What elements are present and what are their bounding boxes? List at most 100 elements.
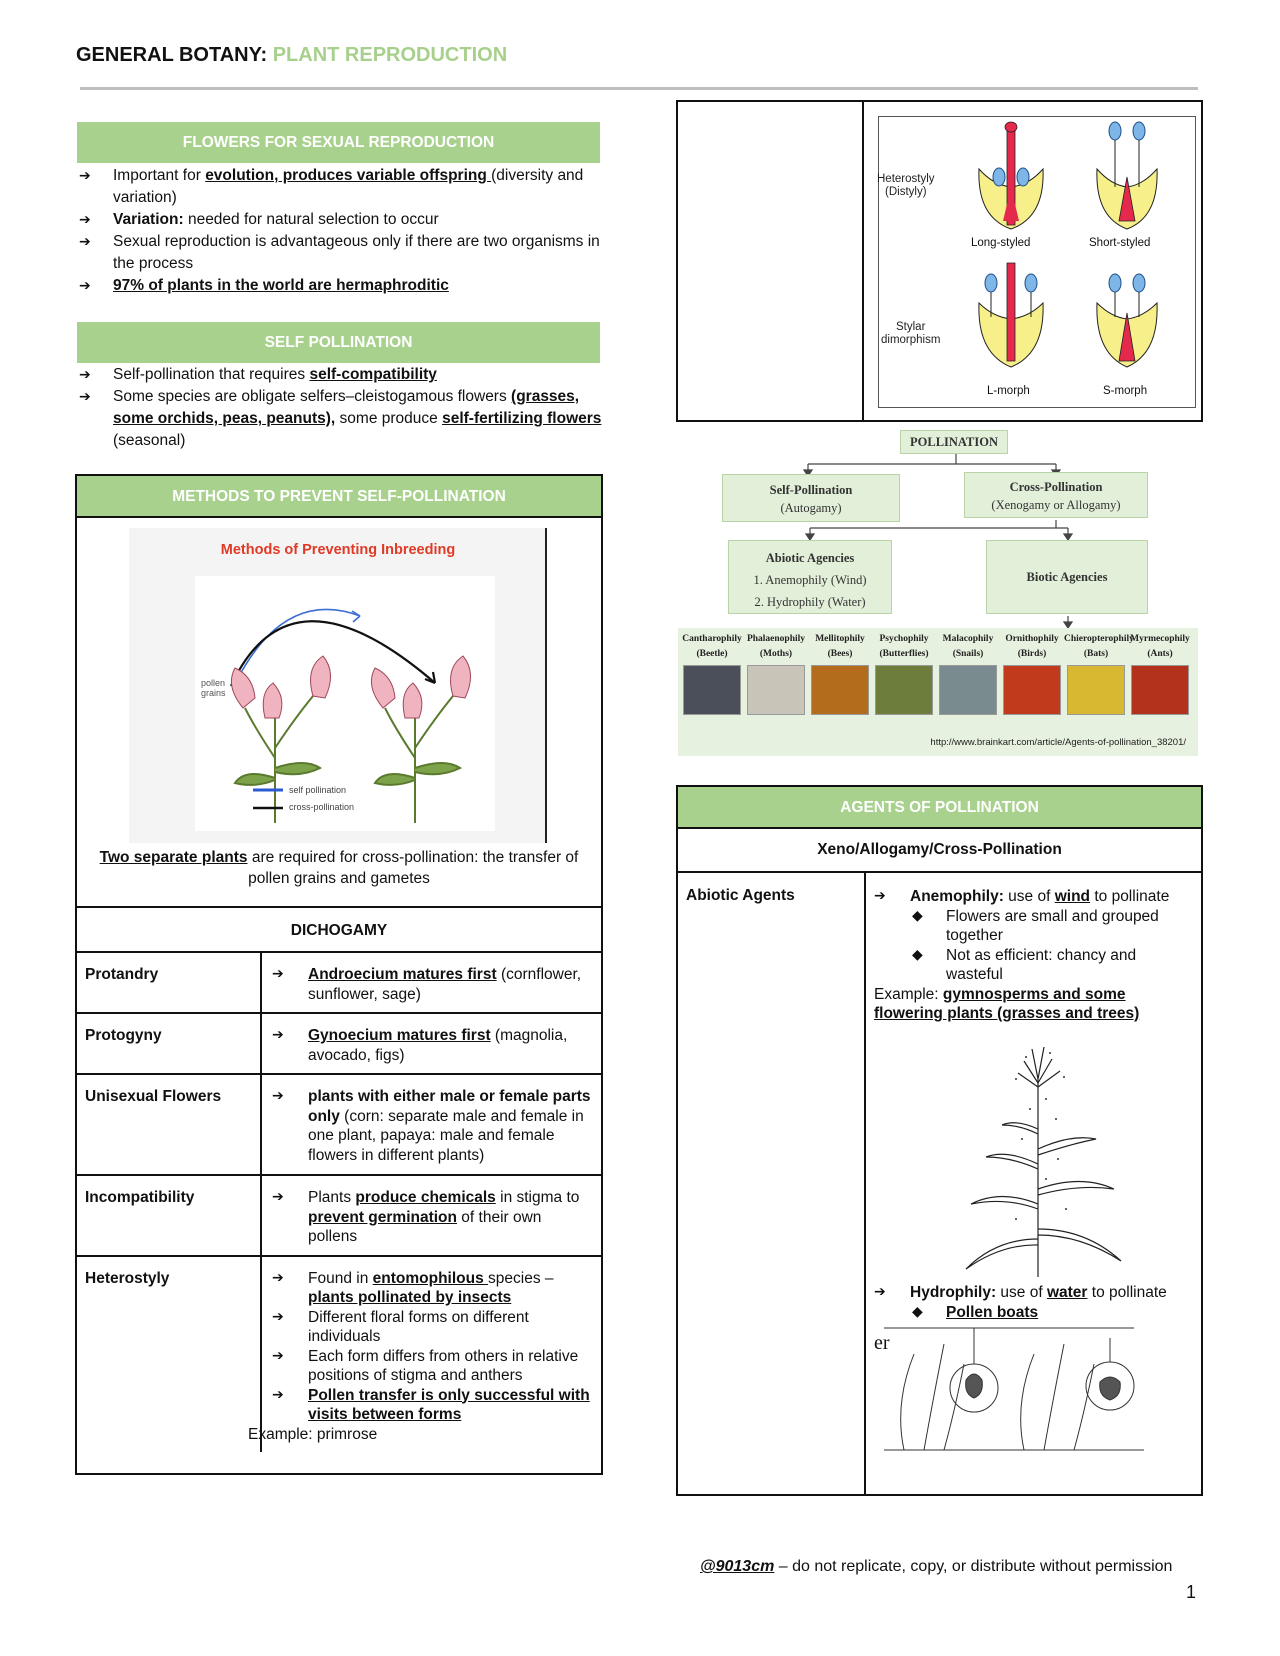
methods-box: METHODS TO PREVENT SELF-POLLINATION Meth… (75, 474, 603, 1475)
methods-caption: Two separate plants are required for cro… (99, 849, 579, 887)
agent-name: Myrmecophily (1130, 634, 1190, 644)
agent-name: Psychophily (879, 634, 929, 644)
row-label-heterostyly: Heterostyly (75, 1254, 262, 1452)
agent-name: Chieropterophily (1064, 634, 1134, 644)
agents-subheader: Xeno/Allogamy/Cross-Pollination (678, 829, 1201, 873)
self-pollination-band: SELF POLLINATION (77, 322, 600, 363)
agents-band: AGENTS OF POLLINATION (678, 787, 1201, 829)
footer-handle[interactable]: @9013cm (700, 1558, 775, 1575)
list-item: Important for evolution, produces variab… (77, 165, 602, 209)
flowers-list: Important for evolution, produces variab… (77, 165, 602, 297)
agent-sub: (Butterflies) (879, 649, 929, 659)
agent-cell: Phalaenophily (Moths) (744, 632, 808, 715)
anemophily-example: Example: gymnosperms and some flowering … (874, 985, 1140, 1023)
header-rule (80, 87, 1198, 90)
list-item: Anemophily: use of wind to pollinate (874, 887, 1196, 907)
list-item: Each form differs from others in relativ… (272, 1347, 593, 1386)
list-item: Plants produce chemicals in stigma to pr… (272, 1188, 593, 1247)
agent-sub: (Snails) (952, 649, 984, 659)
agent-photo (1067, 665, 1125, 715)
chart-node-self-pollination: Self-Pollination(Autogamy) (722, 474, 900, 522)
agent-sub: (Bats) (1083, 649, 1109, 659)
list-item: Androecium matures first (cornflower, su… (272, 965, 593, 1004)
agent-cell: Chieropterophily (Bats) (1064, 632, 1134, 715)
row-label-protogyny: Protogyny (75, 1012, 262, 1075)
agent-sub: (Birds) (1017, 649, 1047, 659)
agent-cell: Myrmecophily (Ants) (1128, 632, 1192, 715)
list-item: Gynoecium matures first (magnolia, avoca… (272, 1026, 593, 1065)
chart-node-pollination: POLLINATION (900, 430, 1008, 454)
agent-photo (939, 665, 997, 715)
legend-cross: cross-pollination (289, 802, 355, 812)
plant-right (373, 695, 462, 823)
list-item: Found in entomophilous species – plants … (272, 1269, 593, 1308)
pollen-boats-illustration (884, 1327, 1144, 1451)
agent-name: Mellitophily (815, 634, 865, 644)
list-item: Pollen transfer is only successful with … (272, 1386, 593, 1425)
page-title: GENERAL BOTANY: PLANT REPRODUCTION (76, 44, 508, 66)
chart-node-abiotic: Abiotic Agencies 1. Anemophily (Wind) 2.… (728, 540, 892, 614)
plant-left (233, 695, 322, 823)
dichogamy-header: DICHOGAMY (75, 906, 603, 953)
chart-node-biotic: Biotic Agencies (986, 540, 1148, 614)
agent-cell: Psychophily (Butterflies) (872, 632, 936, 715)
source-url: http://www.brainkart.com/article/Agents-… (930, 737, 1186, 748)
list-item: Some species are obligate selfers–cleist… (77, 386, 602, 452)
agent-photo (811, 665, 869, 715)
pollination-chart: POLLINATION Self-Pollination(Autogamy) C… (678, 424, 1198, 762)
agent-sub: (Bees) (827, 649, 853, 659)
footer: @9013cm – do not replicate, copy, or dis… (700, 1558, 1173, 1575)
row-label-protandry: Protandry (75, 951, 262, 1014)
inbreeding-figure: Methods of Preventing Inbreeding (77, 518, 601, 843)
agent-cell: Mellitophily (Bees) (808, 632, 872, 715)
agent-photo (1131, 665, 1189, 715)
label-l-morph: L-morph (987, 385, 1030, 397)
agent-photo (1003, 665, 1061, 715)
list-item: Variation: needed for natural selection … (77, 209, 602, 231)
inbreeding-illustration (230, 608, 471, 823)
agent-sub: (Ants) (1147, 649, 1173, 659)
row-label-incompatibility: Incompatibility (75, 1174, 262, 1257)
row-label-unisexual: Unisexual Flowers (75, 1073, 262, 1176)
figure-title: Methods of Preventing Inbreeding (220, 542, 456, 558)
label-s-morph: S-morph (1103, 385, 1148, 397)
chart-node-cross-pollination: Cross-Pollination(Xenogamy or Allogamy) (964, 472, 1148, 518)
flowers-band: FLOWERS FOR SEXUAL REPRODUCTION (77, 122, 600, 163)
agent-photo (747, 665, 805, 715)
heterostyly-example: Example: primrose (248, 1425, 378, 1443)
list-item: Not as efficient: chancy and wasteful (910, 946, 1196, 985)
agent-sub: (Moths) (759, 649, 793, 659)
maize-illustration (965, 1046, 1122, 1277)
agent-cell: Ornithophily (Birds) (1000, 632, 1064, 715)
agent-name: Ornithophily (1005, 634, 1059, 644)
dichogamy-table: DICHOGAMY Protandry Androecium matures f… (75, 906, 603, 1452)
list-item: Pollen boats (910, 1303, 1196, 1323)
list-item: Hydrophily: use of water to pollinate (874, 1283, 1196, 1303)
agents-strip: Cantharophily(Beetle)Phalaenophily(Moths… (678, 628, 1198, 756)
agent-photo (683, 665, 741, 715)
self-pollination-list: Self-pollination that requires self-comp… (77, 364, 602, 452)
list-item: Different floral forms on different indi… (272, 1308, 593, 1347)
legend-self: self pollination (289, 785, 347, 795)
agent-name: Malacophily (942, 634, 994, 644)
list-item: 97% of plants in the world are hermaphro… (77, 275, 602, 297)
abiotic-agents-label: Abiotic Agents (686, 887, 795, 904)
heterostyly-flowers (978, 121, 1158, 368)
methods-band: METHODS TO PREVENT SELF-POLLINATION (77, 476, 601, 518)
list-item: plants with either male or female parts … (272, 1087, 593, 1165)
list-item: Flowers are small and grouped together (910, 907, 1196, 946)
agent-cell: Malacophily (Snails) (936, 632, 1000, 715)
agent-name: Cantharophily (682, 634, 742, 644)
agent-photo (875, 665, 933, 715)
label-short-styled: Short-styled (1089, 237, 1151, 249)
list-item: Self-pollination that requires self-comp… (77, 364, 602, 386)
chart-connectors (802, 454, 1074, 630)
label-long-styled: Long-styled (971, 237, 1031, 249)
agent-name: Phalaenophily (746, 634, 806, 644)
list-item: Sexual reproduction is advantageous only… (77, 231, 602, 275)
agents-box: AGENTS OF POLLINATION Xeno/Allogamy/Cros… (676, 785, 1203, 1496)
pollen-boats-figure: er (874, 1324, 1154, 1454)
